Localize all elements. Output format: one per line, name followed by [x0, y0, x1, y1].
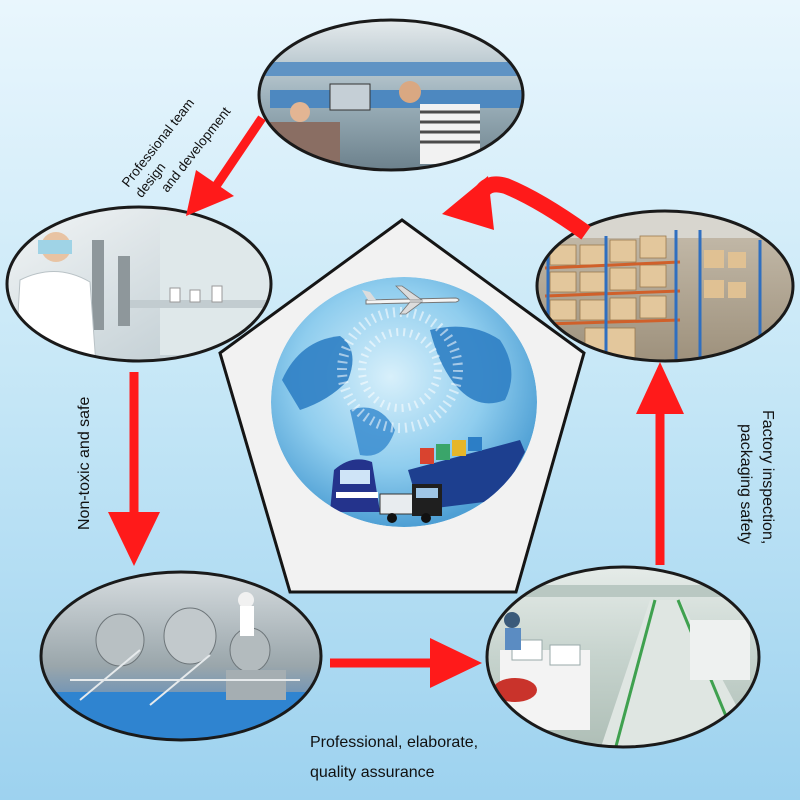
train-icon: [330, 459, 380, 512]
office-team-photo: [257, 18, 525, 172]
label-quality-assurance: Professional, elaborate, quality assuran…: [310, 728, 540, 788]
production-line-photo: [39, 570, 323, 742]
arrow-warehouse-to-office: [442, 176, 591, 240]
label-quality-line1: Professional, elaborate,: [310, 734, 479, 751]
arrow-factory-to-warehouse: [636, 362, 684, 565]
airplane-icon: [362, 285, 460, 315]
arrow-lab-to-production: [108, 372, 160, 566]
arrow-production-to-factory: [330, 638, 482, 688]
arrow-office-to-lab: [186, 115, 266, 216]
label-factory-inspection: Factory inspection, packaging safety: [734, 410, 778, 585]
laboratory-photo: [5, 205, 273, 363]
label-factory-line1: Factory inspection,: [759, 410, 776, 545]
factory-floor-photo: [485, 565, 761, 749]
label-quality-line2: quality assurance: [310, 764, 435, 781]
label-non-toxic: Non-toxic and safe: [76, 396, 93, 530]
label-factory-line2: packaging safety: [737, 424, 754, 545]
global-logistics-globe: [271, 277, 537, 527]
truck-icon: [379, 484, 442, 523]
